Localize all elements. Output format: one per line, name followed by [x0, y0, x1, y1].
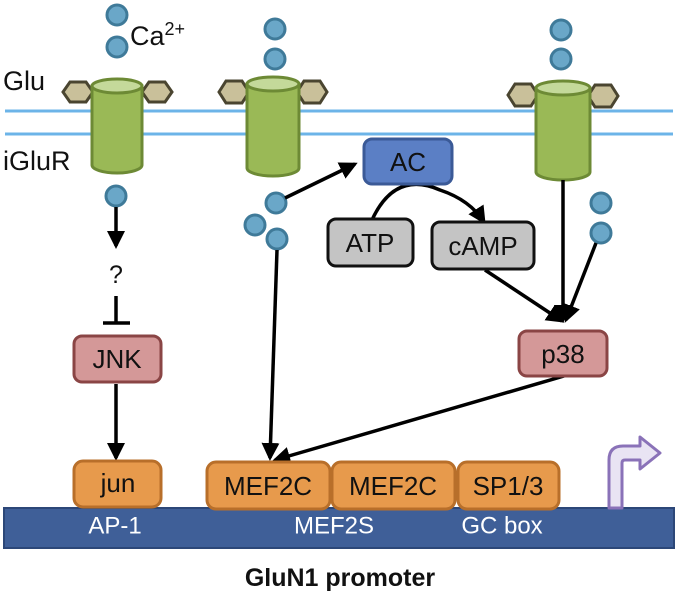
mef2c-box-2: [330, 460, 457, 511]
arrow-ca-to-p38: [563, 242, 598, 323]
camp-node[interactable]: cAMP: [430, 220, 536, 271]
atp-node[interactable]: ATP: [326, 217, 415, 268]
calcium-ion-icon: [549, 18, 573, 42]
p38-box: [517, 329, 609, 378]
calcium-ion-icon: [549, 47, 573, 71]
atp-box: [326, 217, 415, 268]
ac-label: AC: [390, 147, 426, 177]
camp-box: [430, 220, 536, 271]
jun-box: [72, 459, 163, 509]
calcium-ion-icon: [243, 213, 267, 237]
calcium-ion-icon: [105, 35, 129, 59]
glu-hexagon-icon: [295, 79, 329, 105]
jnk-node[interactable]: JNK: [72, 334, 163, 384]
unknown-mediator-label: ?: [109, 261, 123, 289]
calcium-ion-icon: [105, 3, 129, 27]
glu-hexagon-icon: [586, 83, 620, 109]
dna-promoter-bar: [3, 507, 675, 549]
jnk-box: [72, 334, 163, 384]
jnk-label: JNK: [92, 344, 142, 374]
camp-label: cAMP: [448, 231, 517, 261]
iglur-label: iGluR: [3, 146, 71, 176]
calcium-label: Ca2+: [130, 19, 185, 51]
arrow-p38-to-mef2c: [272, 374, 565, 465]
calcium-ion-icon: [265, 227, 289, 251]
arc-atp-to-camp: [370, 182, 486, 225]
iglur-receptor-3: [506, 79, 620, 182]
calcium-ion-icon: [264, 191, 288, 215]
atp-label: ATP: [346, 228, 395, 258]
calcium-label-charge: 2+: [165, 19, 186, 39]
jun-label: jun: [100, 468, 136, 498]
glu-hexagon-icon: [61, 80, 95, 104]
mef2c-factor-2[interactable]: MEF2C: [330, 460, 457, 511]
receptor-channel-top: [90, 77, 144, 95]
mef2c-box-1: [205, 460, 332, 511]
calcium-ion-icon: [263, 17, 287, 41]
calcium-ion-icon: [589, 191, 613, 215]
sp13-box: [456, 460, 561, 511]
ap1-site-label: AP-1: [88, 513, 141, 540]
glu-hexagon-icon: [217, 79, 251, 105]
mef2s-site-label: MEF2S: [294, 513, 374, 540]
glu-hexagon-icon: [140, 80, 174, 104]
receptor-channel-top: [534, 79, 592, 97]
receptor-channel-top: [245, 75, 301, 93]
glu-label: Glu: [3, 66, 45, 96]
ac-node[interactable]: AC: [362, 137, 454, 186]
p38-label: p38: [541, 339, 584, 369]
arrow-ca-to-ac: [284, 162, 358, 200]
mef2c-label-2: MEF2C: [349, 471, 437, 501]
arrow-ca-to-mef2c: [261, 249, 280, 461]
ac-box: [362, 137, 454, 186]
arrow-camp-to-p38: [484, 268, 565, 323]
sp13-factor[interactable]: SP1/3: [456, 460, 561, 511]
glu-hexagon-icon: [506, 82, 540, 108]
calcium-label-base: Ca: [130, 21, 165, 51]
calcium-ion-icon: [263, 47, 287, 71]
transcription-start-arrow-icon: [607, 435, 662, 510]
receptor-channel-icon: [245, 82, 301, 178]
calcium-ion-icon: [589, 221, 613, 245]
calcium-ions: [104, 3, 613, 251]
jun-factor[interactable]: jun: [72, 459, 163, 509]
iglur-receptor-2: [217, 75, 329, 178]
p38-node[interactable]: p38: [517, 329, 609, 378]
mef2c-label-1: MEF2C: [224, 471, 312, 501]
gcbox-site-label: GC box: [461, 513, 542, 540]
diagram-title: GluN1 promoter: [245, 564, 436, 592]
receptor-channel-icon: [534, 86, 592, 182]
sp13-label: SP1/3: [473, 471, 544, 501]
mef2c-factor-1[interactable]: MEF2C: [205, 460, 332, 511]
calcium-ion-icon: [104, 184, 128, 208]
receptor-channel-icon: [90, 84, 144, 175]
iglur-receptor-1: [61, 77, 174, 175]
